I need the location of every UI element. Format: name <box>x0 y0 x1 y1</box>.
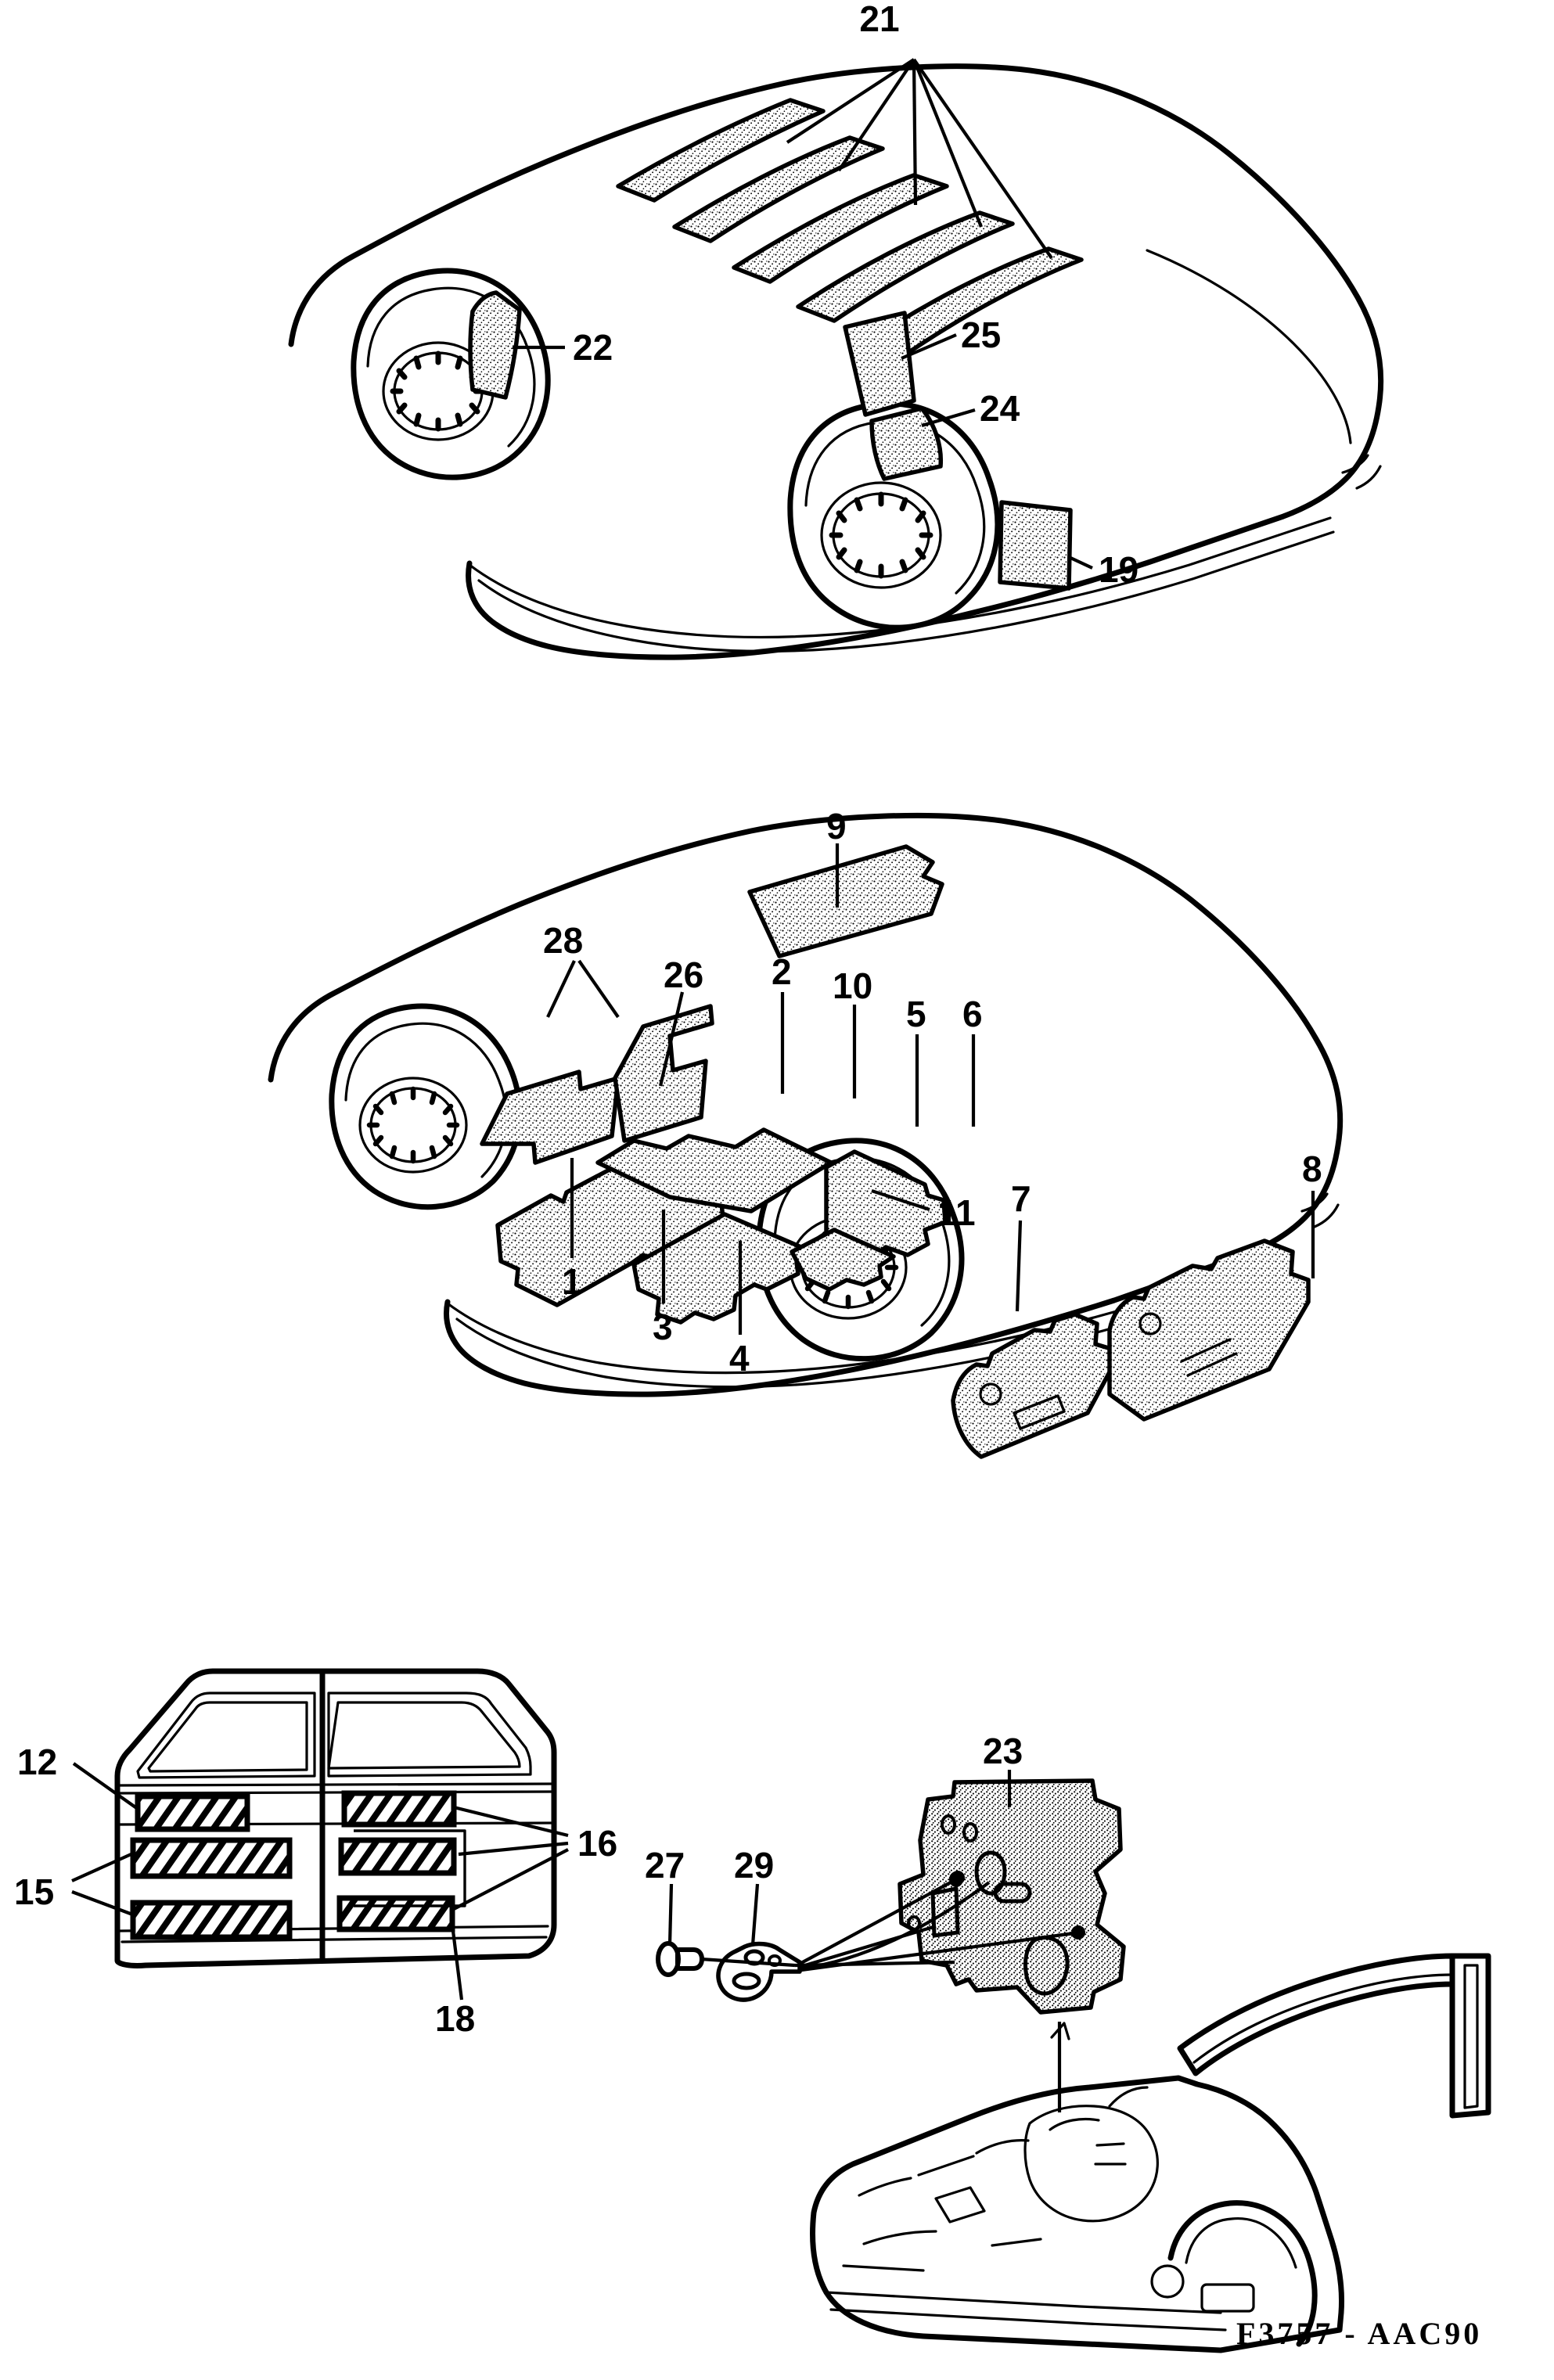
callout-7: 7 <box>1011 1178 1031 1219</box>
damping-sheet-12 <box>135 1793 250 1832</box>
callout-2: 2 <box>772 951 792 992</box>
callout-21: 21 <box>859 0 899 39</box>
pad-25 <box>843 311 916 417</box>
damping-sheet-16a <box>341 1790 457 1828</box>
door-outline <box>114 1668 557 1968</box>
callout-16: 16 <box>577 1823 617 1864</box>
damping-sheet-15b <box>130 1900 293 1940</box>
pad-8 <box>1107 1239 1311 1422</box>
callout-26: 26 <box>664 955 703 995</box>
mat-10-11 <box>790 1228 896 1292</box>
figure-door: 12 15 16 18 <box>14 1668 617 2039</box>
figure-top: 21 22 25 24 19 <box>288 0 1384 660</box>
rear-wheel-top <box>787 401 1001 631</box>
callout-4: 4 <box>729 1338 750 1379</box>
front-door-window <box>136 1692 316 1779</box>
callout-12: 12 <box>17 1742 57 1782</box>
leaders-door <box>71 1762 569 2001</box>
figure-middle: 9 28 26 2 10 5 6 1 3 4 11 7 8 <box>268 806 1344 1459</box>
callout-6: 6 <box>962 994 983 1034</box>
callout-19: 19 <box>1099 549 1139 590</box>
car-decklid-seam-top <box>1146 249 1352 444</box>
leaders-top <box>513 58 1093 570</box>
figure-code: F3757 - AAC90 <box>1236 2316 1482 2351</box>
damping-sheet-16c <box>336 1895 455 1932</box>
callout-29: 29 <box>734 1845 774 1886</box>
leader-27 <box>667 1883 674 1946</box>
mat-26 <box>595 1127 833 1213</box>
callout-22: 22 <box>573 327 613 368</box>
rear-door-window <box>327 1692 532 1778</box>
roof-damping-strips <box>616 98 1084 361</box>
front-door-window-inner <box>147 1701 308 1773</box>
callout-11: 11 <box>937 1192 976 1233</box>
leaders-middle <box>546 843 1315 1335</box>
body-shell-reference <box>810 1953 1491 2353</box>
callout-3: 3 <box>653 1307 673 1347</box>
car-rear-detail2-top <box>1355 465 1382 490</box>
car-rear-detail-top <box>1341 454 1369 474</box>
callout-8: 8 <box>1302 1149 1322 1189</box>
pad-19 <box>998 500 1073 591</box>
callout-9: 9 <box>826 806 847 847</box>
part-29 <box>716 1941 802 2002</box>
damping-sheet-16b <box>338 1837 457 1876</box>
figure-bulkhead: 23 27 29 <box>645 1731 1491 2353</box>
pad-24 <box>869 406 944 481</box>
callout-27: 27 <box>645 1845 685 1886</box>
callout-25: 25 <box>961 315 1001 355</box>
assembly-leaders <box>700 1876 1081 1972</box>
car-rear2-middle <box>1313 1203 1340 1228</box>
callout-15: 15 <box>14 1871 54 1912</box>
callout-1: 1 <box>562 1261 582 1302</box>
car-body-outline-top <box>288 63 1384 660</box>
pad-7 <box>951 1312 1113 1459</box>
callout-10: 10 <box>833 965 872 1006</box>
leader-29 <box>750 1883 760 1946</box>
car-rocker-line-top <box>468 516 1332 638</box>
pad-22 <box>468 290 522 400</box>
callout-24: 24 <box>980 388 1020 429</box>
car-rear-middle <box>1300 1192 1329 1213</box>
callout-18: 18 <box>435 1998 475 2039</box>
callout-5: 5 <box>906 994 926 1034</box>
callout-23: 23 <box>983 1731 1023 1771</box>
callout-28: 28 <box>543 920 583 961</box>
front-wheel-middle <box>329 1003 523 1210</box>
damping-sheet-15a <box>130 1837 293 1879</box>
rear-door-window-inner <box>327 1701 521 1770</box>
car-body-outline-middle <box>268 812 1344 1397</box>
car-rocker-line2-top <box>477 530 1335 653</box>
pad-9 <box>747 844 944 958</box>
